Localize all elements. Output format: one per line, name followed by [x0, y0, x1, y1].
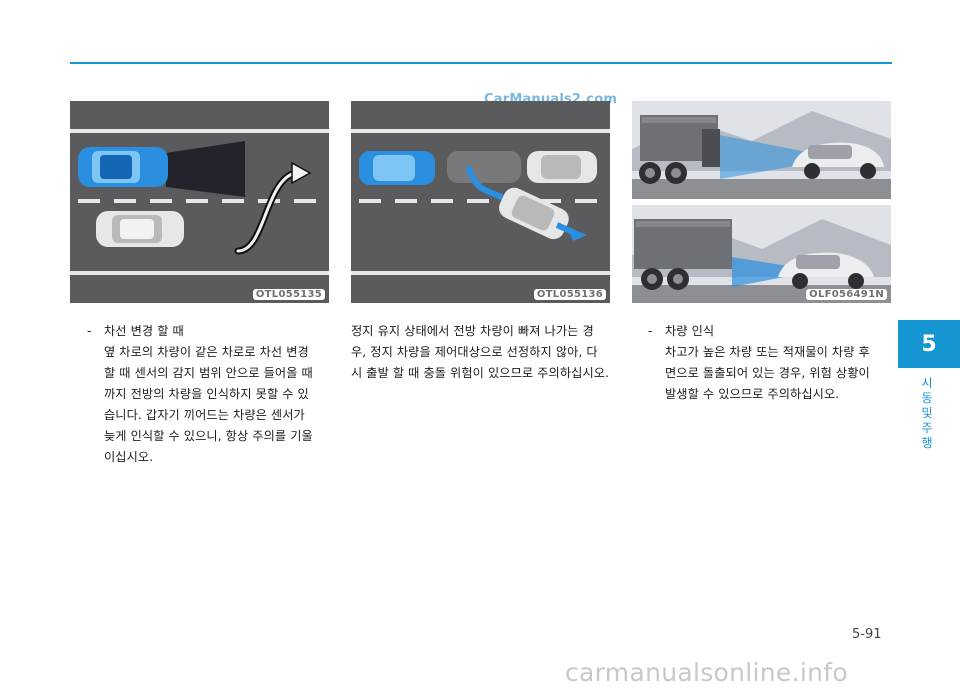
lane-change-diagram-icon: [70, 101, 329, 303]
body-line: 까지 전방의 차량을 인식하지 못할 수 있: [104, 387, 309, 401]
truck-panel-bottom: OLF056491N: [632, 205, 891, 303]
left-heading-line: -차선 변경 할 때: [87, 321, 335, 342]
stop-and-go-diagram-icon: [351, 101, 610, 303]
body-line: 시 출발 할 때 충돌 위험이 있으므로 주의하십시오.: [351, 366, 610, 380]
chapter-label: 시동 및 주행: [921, 376, 933, 450]
dash: -: [87, 324, 92, 338]
page-number: 5-91: [852, 627, 882, 642]
figure-high-truck: OLF056491N: [632, 101, 891, 303]
dash: -: [648, 324, 653, 338]
body-line: 옆 차로의 차량이 같은 차로로 차선 변경: [104, 345, 309, 359]
high-truck-recognition-icon: [632, 101, 891, 199]
truck-panel-top: [632, 101, 891, 199]
body-line: 발생할 수 있으므로 주의하십시오.: [665, 387, 840, 401]
body-line: 우, 정지 차량을 제어대상으로 선정하지 않아, 다: [351, 345, 598, 359]
chapter-tab[interactable]: 5: [898, 320, 960, 368]
left-heading: 차선 변경 할 때: [104, 324, 184, 338]
body-line: 습니다. 갑자기 끼어드는 차량은 센서가: [104, 408, 305, 422]
right-body: 차고가 높은 차량 또는 적재물이 차량 후 면으로 돌출되어 있는 경우, 위…: [648, 342, 890, 405]
body-line: 정지 유지 상태에서 전방 차량이 빠져 나가는 경: [351, 324, 594, 338]
left-text: -차선 변경 할 때 옆 차로의 차량이 같은 차로로 차선 변경 할 때 센서…: [87, 321, 335, 468]
body-line: 차고가 높은 차량 또는 적재물이 차량 후: [665, 345, 870, 359]
left-body: 옆 차로의 차량이 같은 차로로 차선 변경 할 때 센서의 감지 범위 안으로…: [87, 342, 335, 468]
figure-stop-and-go: OTL055136: [351, 101, 610, 303]
right-heading-line: -차량 인식: [648, 321, 890, 342]
right-heading: 차량 인식: [665, 324, 715, 338]
body-line: 이십시오.: [104, 450, 154, 464]
body-line: 면으로 돌출되어 있는 경우, 위험 상황이: [665, 366, 870, 380]
figure-lane-change: OTL055135: [70, 101, 329, 303]
header-rule: [70, 62, 892, 64]
watermark-bottom: carmanualsonline.info: [565, 658, 848, 687]
figure-code: OTL055136: [533, 289, 606, 300]
figure-code: OTL055135: [252, 289, 325, 300]
right-text: -차량 인식 차고가 높은 차량 또는 적재물이 차량 후 면으로 돌출되어 있…: [648, 321, 890, 405]
figure-code: OLF056491N: [806, 289, 887, 300]
body-line: 할 때 센서의 감지 범위 안으로 들어올 때: [104, 366, 313, 380]
body-line: 늦게 인식할 수 있으니, 항상 주의를 기울: [104, 429, 313, 443]
middle-text: 정지 유지 상태에서 전방 차량이 빠져 나가는 경 우, 정지 차량을 제어대…: [351, 321, 613, 384]
